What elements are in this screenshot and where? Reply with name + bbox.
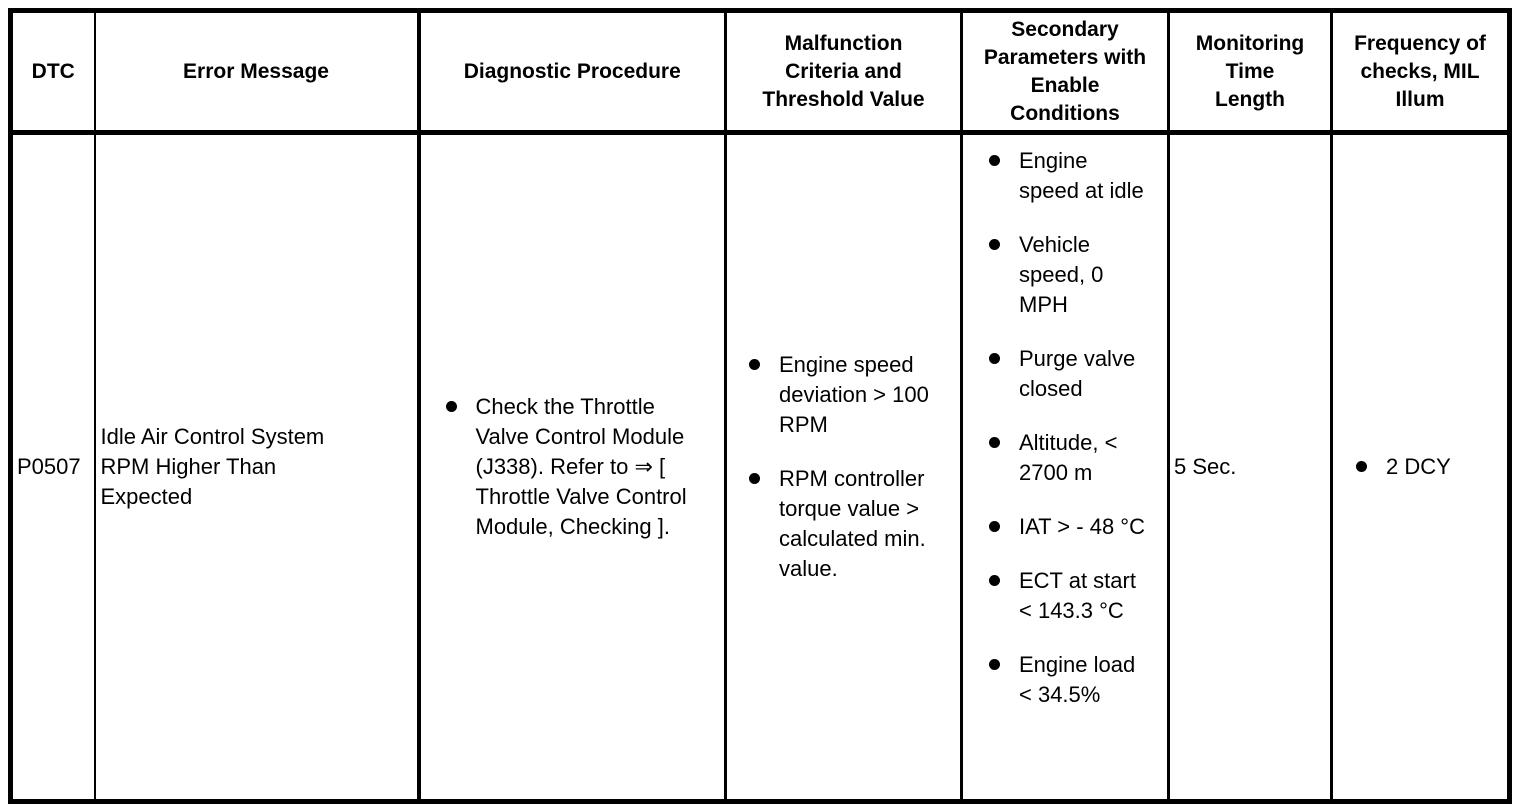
column-header-secondary-parameters: Secondary Parameters with Enable Conditi… bbox=[960, 9, 1170, 135]
bullet-icon bbox=[989, 155, 1000, 166]
bullet-icon bbox=[989, 521, 1000, 532]
cell-error-message: Idle Air Control System RPM Higher Than … bbox=[93, 131, 421, 803]
cell-malfunction-criteria: Engine speed deviation > 100 RPM RPM con… bbox=[724, 131, 963, 803]
list-item: Altitude, < 2700 m bbox=[989, 428, 1167, 488]
list-item-text: Engine speed at idle bbox=[1019, 148, 1144, 203]
dtc-table: DTC Error Message Diagnostic Procedure M… bbox=[8, 8, 1512, 804]
column-header-label: Malfunction Criteria and Threshold Value bbox=[762, 31, 925, 111]
column-header-label: DTC bbox=[31, 59, 75, 83]
column-header-label: Secondary Parameters with Enable Conditi… bbox=[983, 17, 1147, 125]
bullet-icon bbox=[445, 401, 457, 412]
bullet-icon bbox=[989, 575, 1000, 586]
column-header-malfunction-criteria: Malfunction Criteria and Threshold Value bbox=[724, 9, 963, 135]
frequency-list: 2 DCY bbox=[1333, 452, 1507, 482]
list-item: Check the Throttle Valve Control Module … bbox=[445, 392, 725, 542]
list-item: IAT > - 48 °C bbox=[989, 512, 1167, 542]
column-header-frequency: Frequency of checks, MIL Illum bbox=[1330, 9, 1511, 135]
column-header-dtc: DTC bbox=[9, 9, 96, 135]
cell-frequency: 2 DCY bbox=[1330, 131, 1511, 803]
list-item-text: IAT > - 48 °C bbox=[1019, 514, 1145, 539]
list-item: Purge valve closed bbox=[989, 344, 1167, 404]
list-item: Engine speed deviation > 100 RPM bbox=[749, 350, 960, 440]
cell-secondary-parameters: Engine speed at idle Vehicle speed, 0 MP… bbox=[960, 131, 1170, 803]
column-header-label: Frequency of checks, MIL Illum bbox=[1354, 31, 1486, 111]
table-header-row: DTC Error Message Diagnostic Procedure M… bbox=[9, 9, 1511, 135]
list-item: RPM controller torque value > calculated… bbox=[749, 464, 960, 584]
column-header-label: Monitoring Time Length bbox=[1195, 31, 1305, 111]
list-item: Vehicle speed, 0 MPH bbox=[989, 230, 1167, 320]
list-item-text: ECT at start < 143.3 °C bbox=[1019, 568, 1136, 623]
dtc-code: P0507 bbox=[17, 454, 81, 479]
column-header-label: Diagnostic Procedure bbox=[463, 59, 681, 83]
table-row: P0507 Idle Air Control System RPM Higher… bbox=[9, 131, 1511, 803]
column-header-error-message: Error Message bbox=[93, 9, 421, 135]
monitoring-time-text: 5 Sec. bbox=[1174, 454, 1237, 479]
column-header-monitoring-time: Monitoring Time Length bbox=[1167, 9, 1333, 135]
malfunction-criteria-list: Engine speed deviation > 100 RPM RPM con… bbox=[727, 350, 960, 584]
list-item-text: RPM controller torque value > calculated… bbox=[779, 466, 926, 581]
list-item: 2 DCY bbox=[1356, 452, 1507, 482]
diagnostic-procedure-list: Check the Throttle Valve Control Module … bbox=[421, 392, 725, 542]
cell-diagnostic-procedure: Check the Throttle Valve Control Module … bbox=[416, 131, 727, 803]
list-item-text: 2 DCY bbox=[1386, 454, 1451, 479]
column-header-label: Error Message bbox=[183, 59, 329, 83]
list-item-text: Engine load < 34.5% bbox=[1019, 652, 1136, 707]
bullet-icon bbox=[989, 239, 1000, 250]
cell-dtc: P0507 bbox=[9, 131, 96, 803]
secondary-parameters-list: Engine speed at idle Vehicle speed, 0 MP… bbox=[963, 146, 1167, 710]
bullet-icon bbox=[989, 437, 1000, 448]
list-item-text: Check the Throttle Valve Control Module … bbox=[475, 394, 687, 539]
bullet-icon bbox=[989, 353, 1000, 364]
error-message-text: Idle Air Control System RPM Higher Than … bbox=[100, 424, 325, 509]
list-item: ECT at start < 143.3 °C bbox=[989, 566, 1167, 626]
column-header-diagnostic-procedure: Diagnostic Procedure bbox=[416, 9, 727, 135]
list-item-text: Purge valve closed bbox=[1019, 346, 1136, 401]
cell-monitoring-time: 5 Sec. bbox=[1167, 131, 1333, 803]
list-item-text: Vehicle speed, 0 MPH bbox=[1019, 232, 1104, 317]
list-item-text: Altitude, < 2700 m bbox=[1019, 430, 1118, 485]
bullet-icon bbox=[989, 659, 1000, 670]
list-item: Engine load < 34.5% bbox=[989, 650, 1167, 710]
bullet-icon bbox=[1356, 461, 1367, 472]
bullet-icon bbox=[749, 473, 760, 484]
list-item: Engine speed at idle bbox=[989, 146, 1167, 206]
bullet-icon bbox=[749, 359, 760, 370]
list-item-text: Engine speed deviation > 100 RPM bbox=[779, 352, 929, 437]
